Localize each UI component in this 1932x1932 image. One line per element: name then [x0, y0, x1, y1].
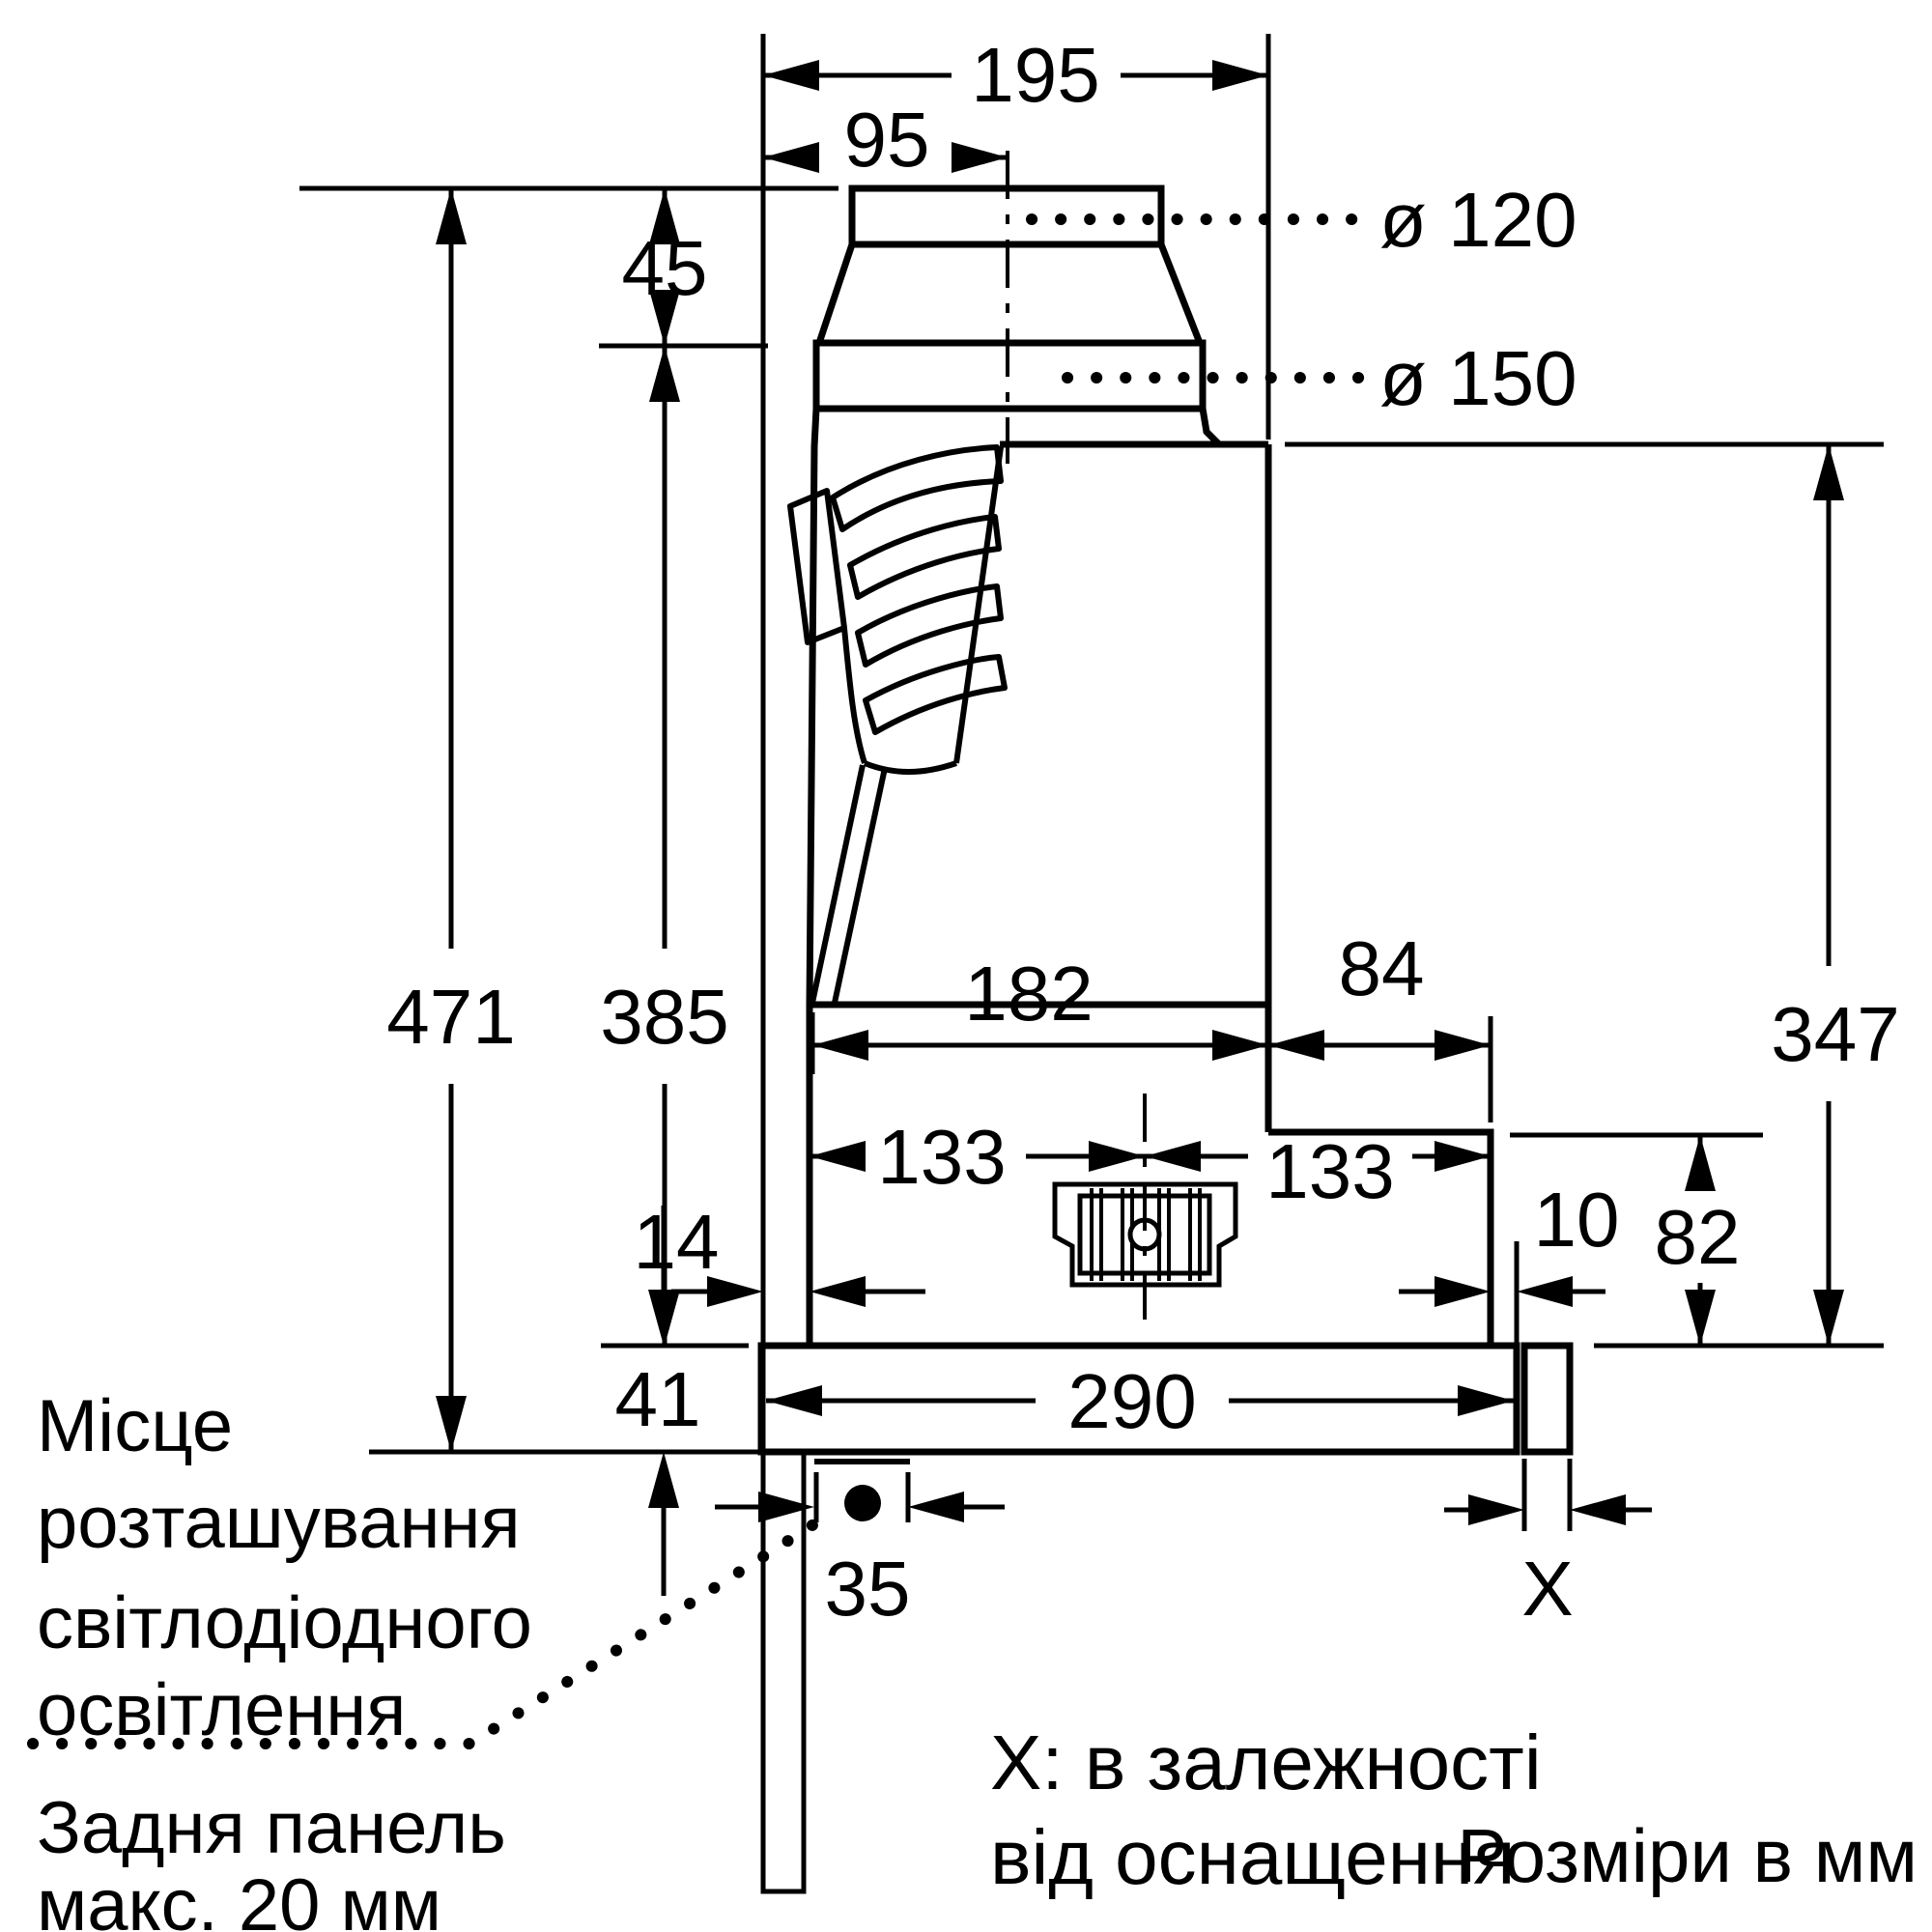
arrowhead — [1813, 1290, 1844, 1346]
arrowhead — [649, 346, 680, 402]
note-back-panel-line-1: Задня панель — [37, 1787, 506, 1869]
arrowhead — [1435, 1030, 1491, 1061]
dim-41: 41 — [615, 1356, 701, 1442]
arrowhead — [707, 1276, 763, 1307]
arrowhead — [810, 1141, 866, 1172]
arrowhead — [1517, 1276, 1573, 1307]
arrowhead — [763, 60, 819, 91]
flap-vane-1 — [847, 514, 1002, 600]
led-marker — [813, 1459, 911, 1522]
dim-133-back: 133 — [877, 1114, 1006, 1200]
arrowhead — [812, 1030, 868, 1061]
note-led-line-3: світлодіодного — [37, 1582, 532, 1664]
arrowhead — [1458, 1385, 1514, 1416]
dim-10: 10 — [1534, 1177, 1620, 1263]
arrowhead — [1435, 1276, 1491, 1307]
back-panel-leg — [760, 1452, 807, 1894]
dim-95: 95 — [844, 97, 930, 183]
dim-82: 82 — [1655, 1194, 1741, 1280]
blower-right-edge — [953, 446, 1004, 764]
arrowhead — [1212, 1030, 1268, 1061]
arrowhead — [649, 290, 680, 346]
arrowhead — [758, 1492, 814, 1522]
dim-385: 385 — [600, 974, 728, 1060]
note-x-line-2: від оснащення — [990, 1814, 1515, 1900]
dim-182: 182 — [964, 951, 1093, 1037]
blower-chute — [810, 764, 888, 1004]
units-note: Розміри в мм — [1457, 1813, 1918, 1898]
dim-471: 471 — [386, 974, 515, 1060]
note-led-line-1: Місце — [37, 1385, 233, 1467]
label-diameter-120: ø 120 — [1379, 177, 1577, 263]
dim-35: 35 — [825, 1546, 911, 1632]
note-x-line-1: X: в залежності — [990, 1719, 1542, 1805]
label-diameter-150: ø 150 — [1379, 335, 1577, 421]
led-dot — [844, 1485, 881, 1521]
blower-left-edge — [841, 627, 867, 764]
arrowhead — [1212, 60, 1268, 91]
dim-195: 195 — [971, 32, 1099, 118]
dim-347: 347 — [1771, 991, 1899, 1077]
arrowhead — [1570, 1494, 1626, 1525]
duct-transition — [815, 242, 1204, 345]
arrowhead — [1268, 1030, 1324, 1061]
dimension-labels: 195 95 45 471 385 347 182 84 133 133 14 10 82 41 290 35… — [37, 32, 1918, 1932]
arrowhead — [648, 1452, 679, 1508]
flap-top-band — [830, 444, 1004, 532]
hood-left-edge — [806, 408, 820, 1006]
arrowhead — [810, 1276, 866, 1307]
arrowhead — [1089, 1141, 1145, 1172]
arrowhead — [436, 1396, 467, 1452]
arrowhead — [1685, 1290, 1716, 1346]
hood-right-step — [1199, 408, 1222, 447]
blower-spout — [863, 760, 957, 775]
note-back-panel-line-2: макс. 20 мм — [37, 1864, 441, 1932]
dimension-arrowheads — [436, 60, 1844, 1525]
arrowhead — [1468, 1494, 1524, 1525]
dim-84: 84 — [1339, 925, 1425, 1011]
arrowhead — [436, 188, 467, 244]
leader-led-note — [27, 1509, 835, 1749]
arrowhead — [952, 142, 1008, 173]
arrowhead — [763, 142, 819, 173]
arrowhead — [766, 1385, 822, 1416]
hood-front-step — [1268, 1128, 1494, 1346]
flap-vane-2 — [855, 583, 1004, 668]
flap-vane-3 — [863, 654, 1008, 735]
arrowhead — [648, 1290, 679, 1346]
dim-x: X — [1521, 1546, 1573, 1632]
dim-133-front: 133 — [1265, 1128, 1394, 1214]
dim-14: 14 — [634, 1199, 720, 1285]
arrowhead — [1813, 444, 1844, 500]
dim-290: 290 — [1067, 1358, 1196, 1444]
dim-45: 45 — [622, 225, 708, 311]
arrowhead — [1145, 1141, 1201, 1172]
arrowhead — [649, 188, 680, 244]
visor-end-piece — [1520, 1342, 1574, 1456]
arrowhead — [1435, 1141, 1491, 1172]
arrowhead — [1685, 1135, 1716, 1191]
arrowhead — [908, 1492, 964, 1522]
blower-flap-assembly — [787, 444, 1008, 1004]
note-led-line-4: освітлення — [37, 1669, 406, 1751]
reference-lines — [299, 34, 1884, 1531]
note-led-line-2: розташування — [37, 1482, 521, 1564]
visor-band — [757, 1342, 1520, 1456]
